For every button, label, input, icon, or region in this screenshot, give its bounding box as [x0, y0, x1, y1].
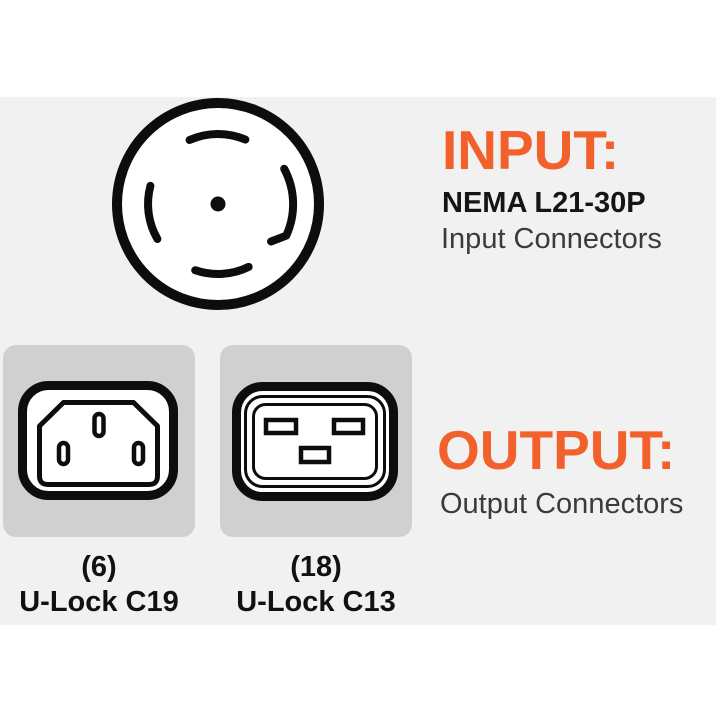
nema-l21-30p-plug-icon	[112, 98, 324, 310]
c13-label: U-Lock C13	[236, 586, 396, 618]
c19-socket-icon	[18, 381, 178, 500]
c13-tile-label: (18) U-Lock C13	[220, 550, 412, 620]
c19-tile-label: (6) U-Lock C19	[3, 550, 195, 620]
c19-count: (6)	[81, 551, 117, 583]
output-section-description: Output Connectors	[440, 488, 684, 520]
c13-count: (18)	[290, 551, 342, 583]
c19-connector-tile	[3, 345, 195, 537]
input-connector-type: NEMA L21-30P	[442, 187, 646, 219]
c13-connector-tile	[220, 345, 412, 537]
c13-socket-icon	[232, 382, 398, 501]
input-section-description: Input Connectors	[441, 223, 662, 255]
output-section-title: OUTPUT:	[437, 419, 676, 481]
input-section-title: INPUT:	[442, 119, 620, 181]
c19-label: U-Lock C19	[19, 586, 179, 618]
